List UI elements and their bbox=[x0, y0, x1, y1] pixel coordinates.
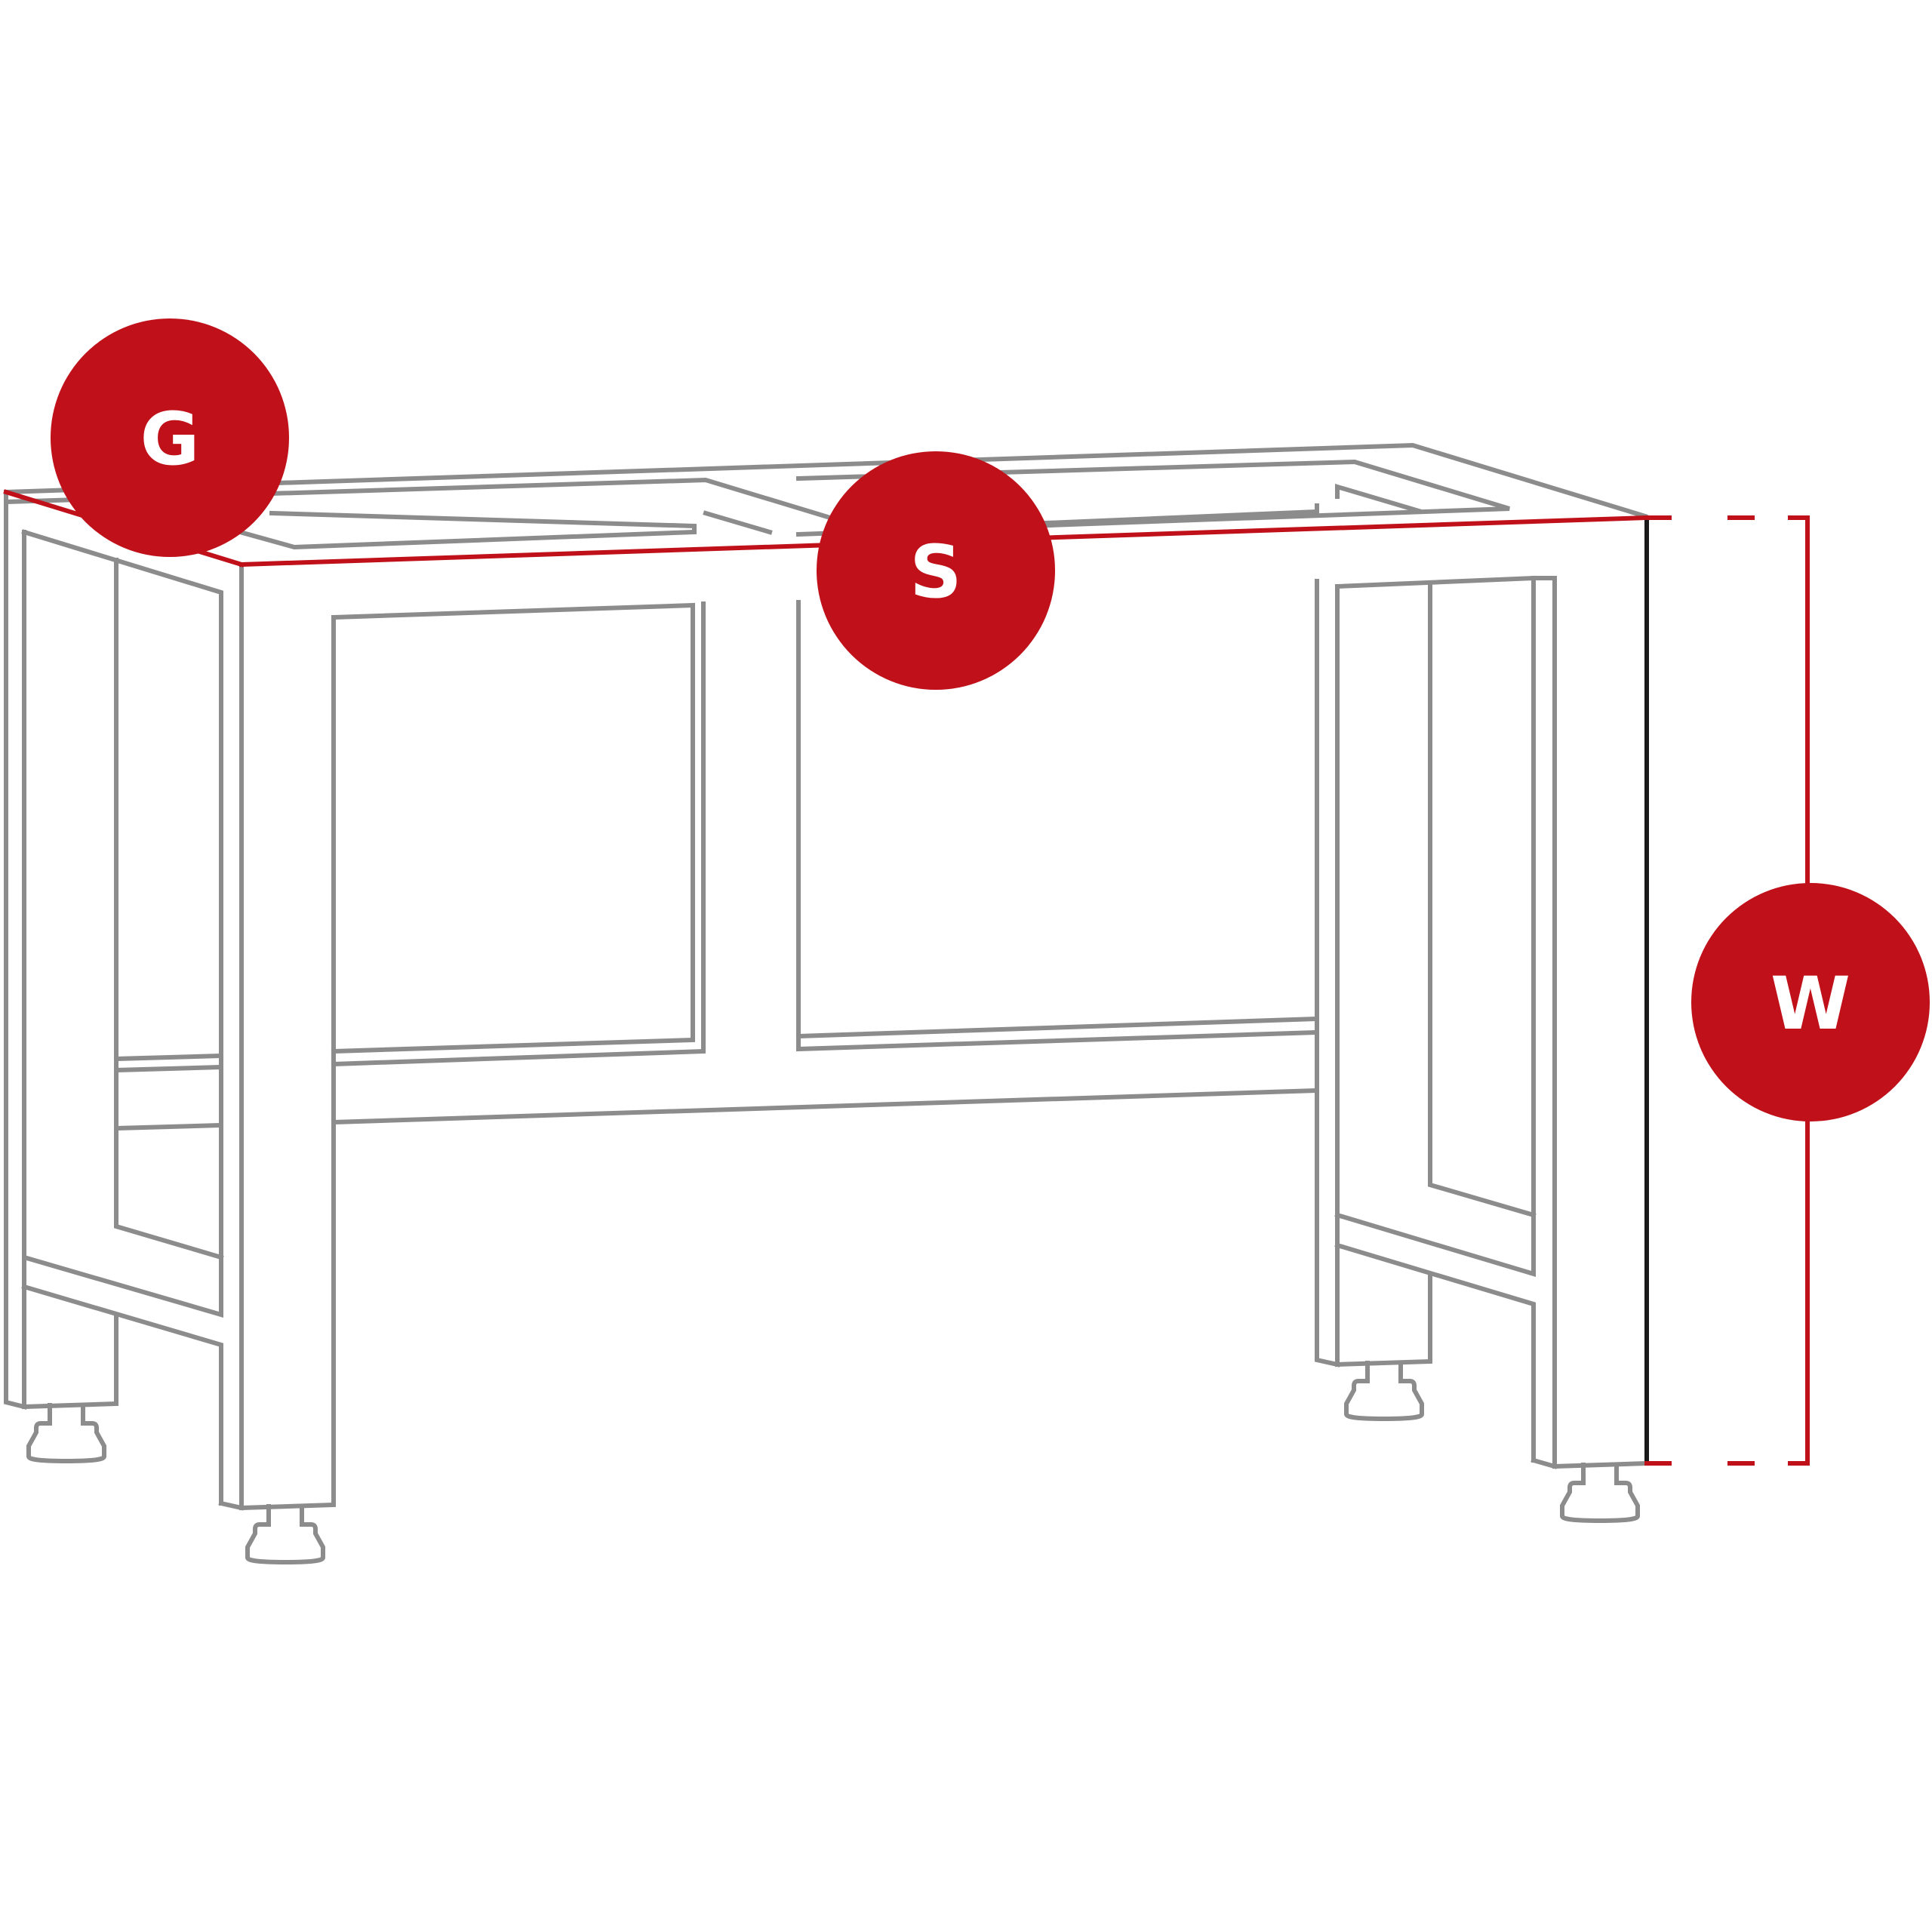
left-side-panel-inner bbox=[114, 558, 224, 1260]
left-back-leg-foot-rail bbox=[21, 1312, 118, 1410]
left-side-shelf-2 bbox=[113, 1064, 224, 1073]
foot-left-back bbox=[26, 1403, 106, 1464]
badge-height: W bbox=[1691, 883, 1930, 1121]
foot-right-front bbox=[1560, 1463, 1640, 1524]
front-opening-left bbox=[331, 602, 695, 1054]
top-frame-mid-rail-2 bbox=[703, 510, 773, 535]
right-side-panel bbox=[1334, 575, 1536, 1278]
front-opening-right-lower bbox=[795, 1016, 1320, 1039]
badge-height-label: W bbox=[1770, 961, 1850, 1046]
left-side-lower-rail bbox=[21, 1284, 223, 1506]
top-frame-mid-rail bbox=[223, 510, 697, 550]
top-frame-inner-right bbox=[795, 459, 1510, 537]
badge-width-circle bbox=[817, 451, 1055, 690]
right-side-lower-rail bbox=[1334, 1242, 1536, 1463]
table-frame bbox=[3, 442, 1649, 1565]
left-side-panel-outer bbox=[21, 529, 223, 1318]
left-back-leg-outer bbox=[4, 490, 26, 1410]
top-frame-right-notch bbox=[1335, 483, 1422, 514]
foot-right-back bbox=[1344, 1361, 1424, 1422]
front-lower-rail bbox=[331, 1088, 1320, 1125]
badge-height-circle bbox=[1691, 883, 1930, 1121]
right-front-leg-edge bbox=[1531, 1457, 1558, 1469]
left-front-leg-outer bbox=[239, 562, 336, 1511]
left-side-shelf-1 bbox=[113, 1053, 224, 1062]
right-side-panel-inner bbox=[1428, 580, 1537, 1218]
right-back-foot-rail bbox=[1334, 1273, 1432, 1367]
top-frame-back-edge bbox=[3, 442, 1648, 519]
front-opening-right bbox=[796, 600, 1320, 1052]
left-side-shelf-3 bbox=[113, 1122, 224, 1131]
badge-depth: G bbox=[51, 318, 289, 557]
badge-depth-circle bbox=[51, 318, 289, 557]
right-back-leg bbox=[1315, 579, 1340, 1367]
front-opening-left-back bbox=[331, 601, 706, 1067]
badge-width-label: S bbox=[909, 530, 961, 614]
left-front-leg-edge bbox=[218, 1500, 245, 1511]
right-front-leg bbox=[1552, 515, 1649, 1469]
badge-width: S bbox=[817, 451, 1055, 690]
badge-depth-label: G bbox=[140, 397, 200, 481]
foot-left-front bbox=[245, 1504, 325, 1565]
